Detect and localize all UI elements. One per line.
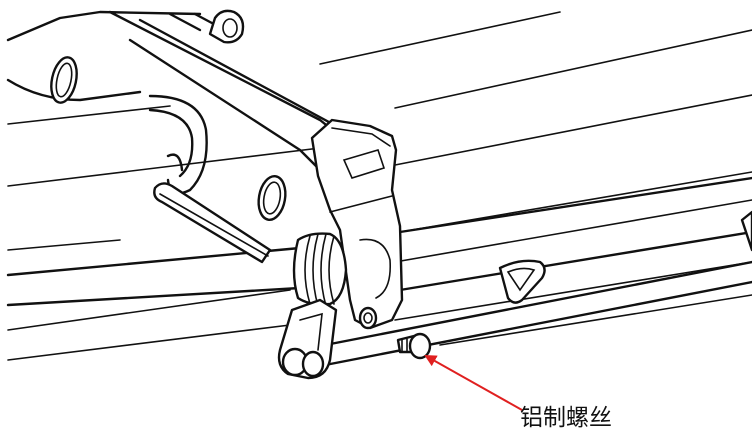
- triangle-slot: [740, 210, 752, 252]
- triangle-slot: [498, 259, 546, 304]
- bottom-rod: [318, 260, 752, 368]
- callout-label: 铝制螺丝: [520, 405, 612, 431]
- curved-hook: [148, 94, 208, 195]
- oval-hole: [50, 56, 78, 104]
- ring-lug: [208, 9, 245, 44]
- aluminum-screw: [396, 332, 432, 360]
- lower-lever: [277, 298, 338, 380]
- oval-hole: [257, 175, 287, 221]
- knurled-ring: [292, 232, 348, 307]
- callout-arrow: [424, 355, 523, 411]
- clamp-body: [310, 118, 404, 330]
- side-rod: [153, 182, 272, 264]
